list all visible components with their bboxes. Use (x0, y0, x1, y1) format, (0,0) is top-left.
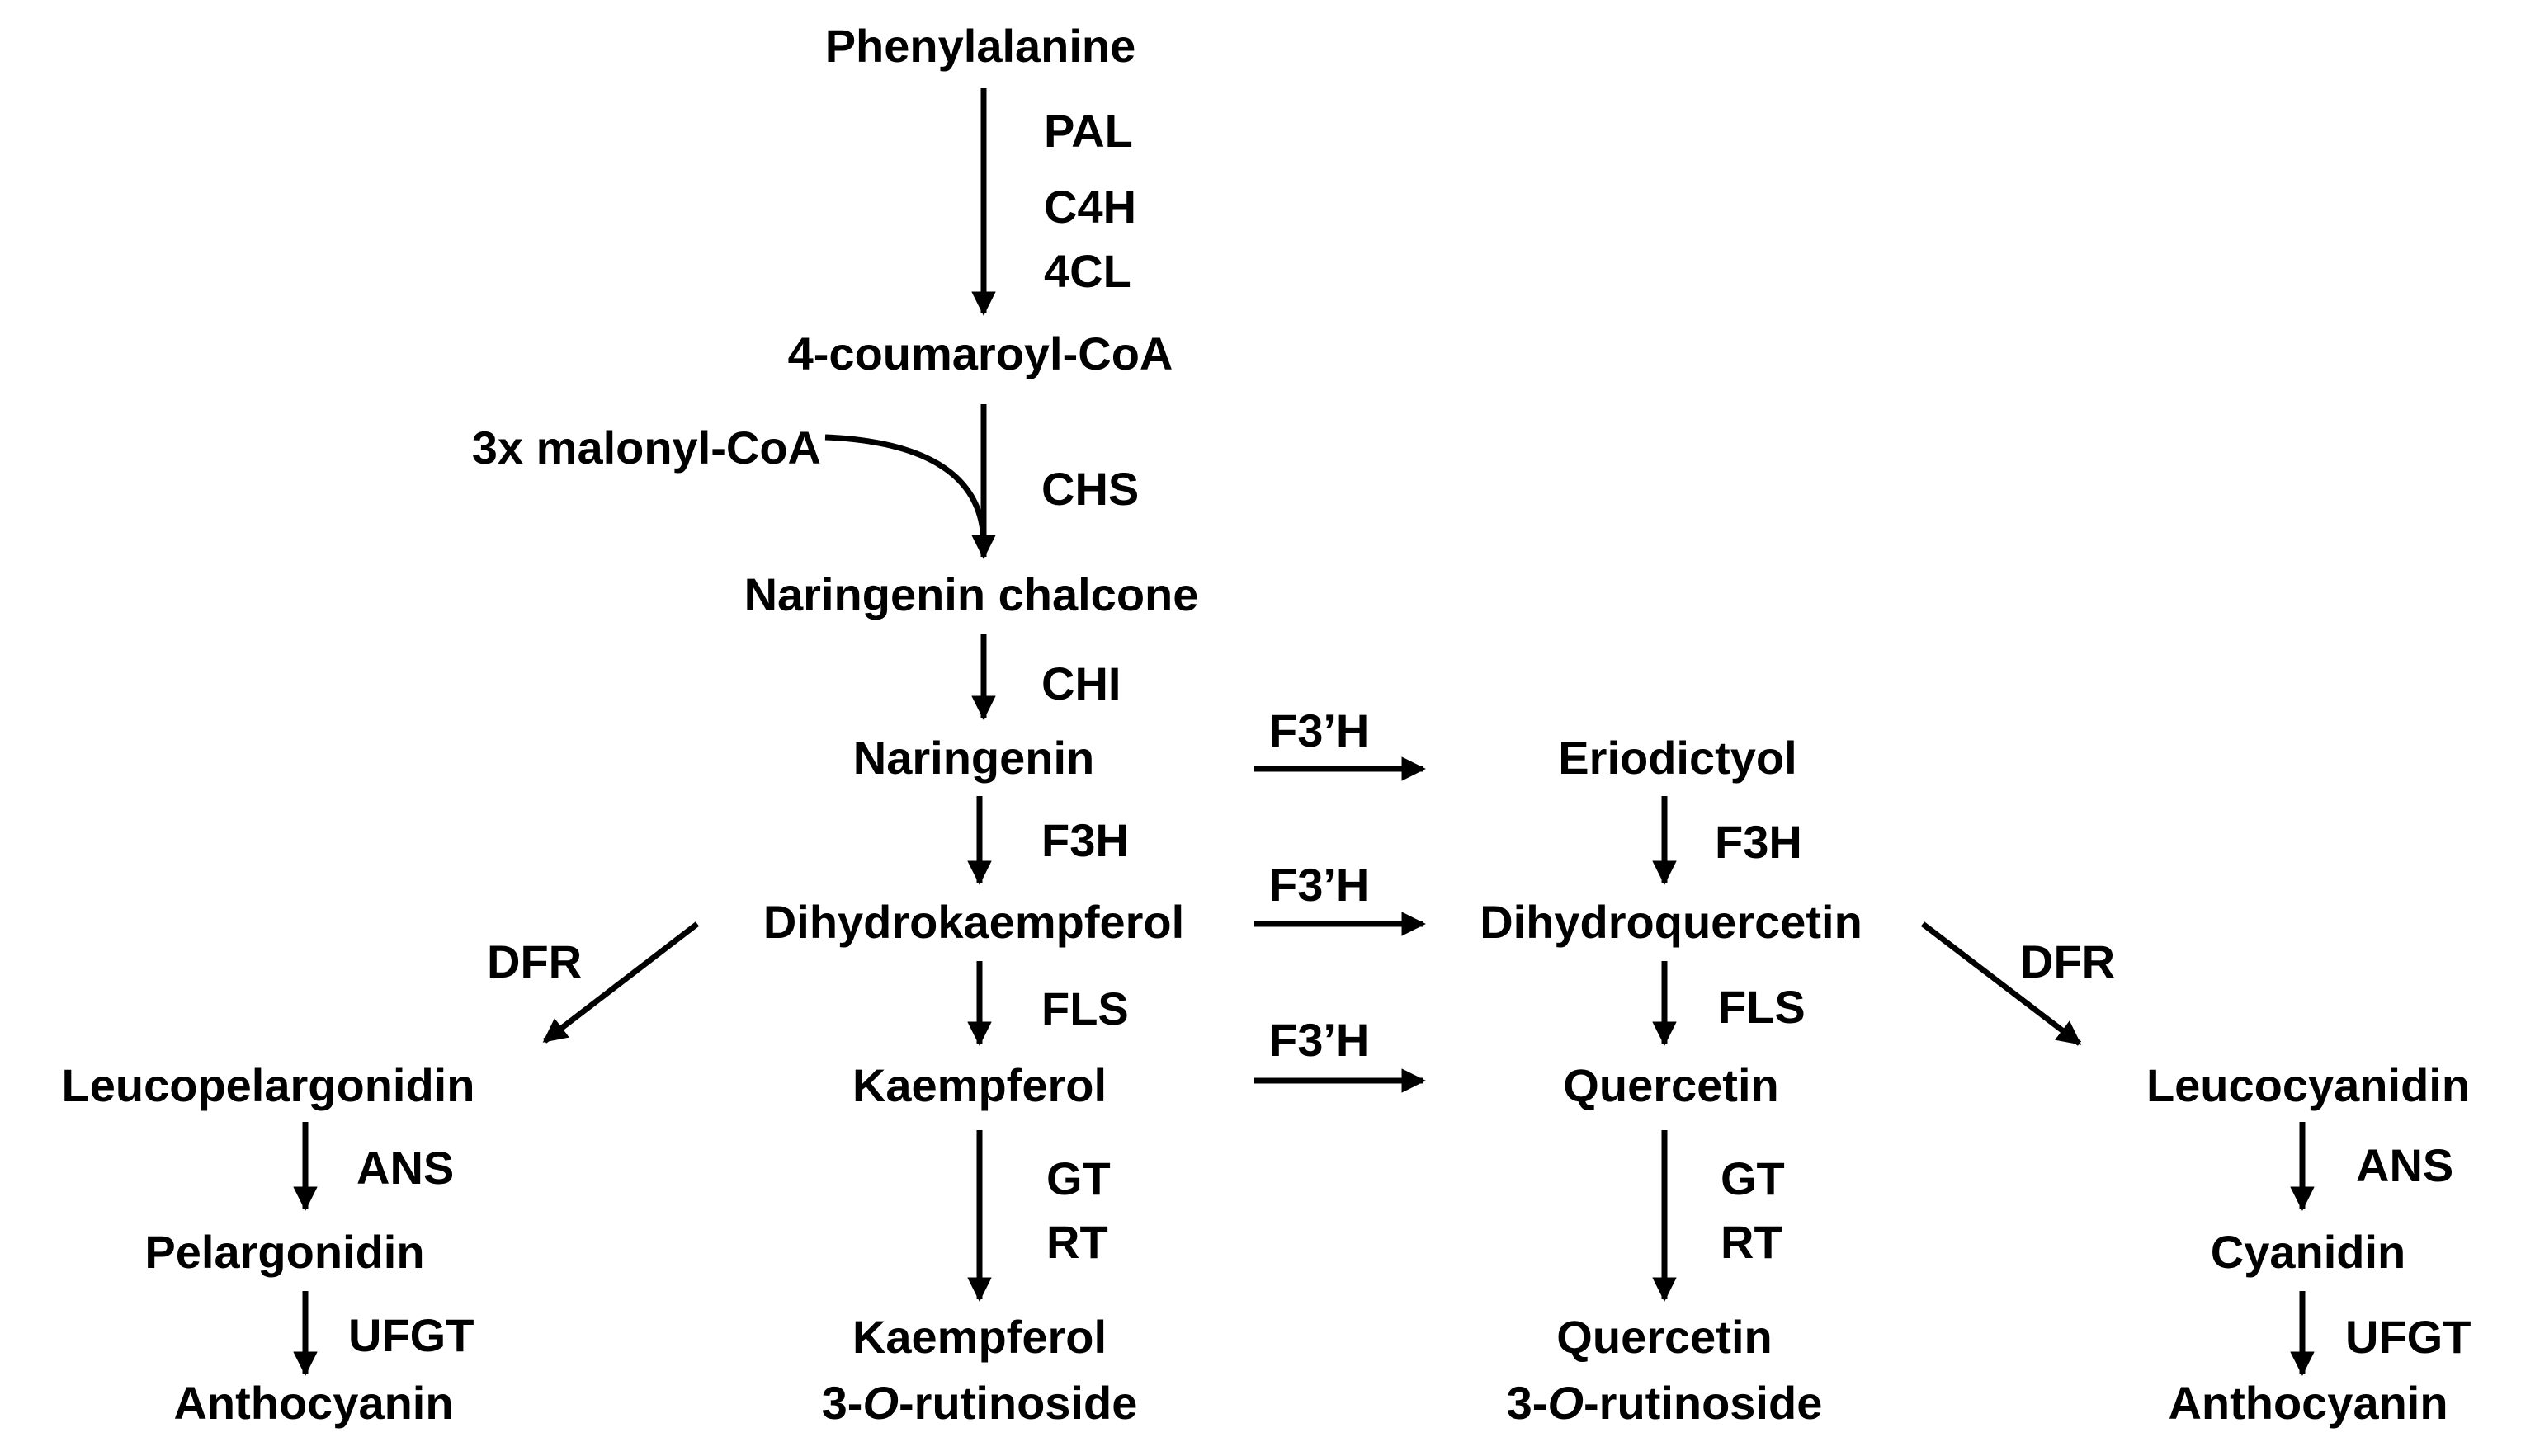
compound-anthocyanin-right: Anthocyanin (2168, 1377, 2448, 1429)
enzyme-chs: CHS (1041, 463, 1139, 515)
compound-pelargonidin: Pelargonidin (144, 1226, 424, 1278)
compound-malonyl-coa: 3x malonyl-CoA (472, 422, 821, 474)
compound-naringenin: Naringenin (853, 732, 1094, 784)
arrow-malonyl-merge (824, 434, 987, 545)
enzyme-ans-right: ANS (2356, 1139, 2453, 1191)
enzyme-ans-left: ANS (356, 1142, 454, 1194)
compound-quercetin: Quercetin (1563, 1059, 1778, 1111)
enzyme-pal: PAL (1044, 105, 1133, 157)
compound-eriodictyol: Eriodictyol (1558, 732, 1796, 784)
enzyme-gt-right: GT (1721, 1152, 1785, 1204)
enzyme-4cl: 4CL (1044, 245, 1131, 297)
enzyme-f3prime-h-top: F3’H (1269, 704, 1369, 756)
compound-phenylalanine: Phenylalanine (825, 20, 1136, 72)
enzyme-c4h: C4H (1044, 181, 1136, 233)
compound-leucopelargonidin: Leucopelargonidin (62, 1059, 475, 1111)
compound-kaempferol: Kaempferol (852, 1059, 1107, 1111)
compound-quercetin-rutinoside-line2: 3-O-rutinoside (1507, 1377, 1823, 1429)
enzymes: PAL C4H 4CL CHS CHI F3H FLS GT RT F3’H F… (348, 105, 2471, 1363)
compound-quercetin-rutinoside-line1: Quercetin (1556, 1311, 1772, 1363)
enzyme-fls-left: FLS (1041, 982, 1129, 1034)
enzyme-f3h-right: F3H (1715, 816, 1802, 868)
arrow-dhq-to-leucocyanidin (1920, 921, 2082, 1046)
arrow-dhk-to-leucopelargonidin (542, 921, 700, 1044)
compound-anthocyanin-left: Anthocyanin (173, 1377, 453, 1429)
compound-4-coumaroyl-coa: 4-coumaroyl-CoA (788, 327, 1173, 379)
enzyme-f3prime-h-mid: F3’H (1269, 859, 1369, 911)
enzyme-chi: CHI (1041, 657, 1121, 709)
compound-leucocyanidin: Leucocyanidin (2146, 1059, 2470, 1111)
compound-kaempferol-rutinoside-line1: Kaempferol (852, 1311, 1107, 1363)
enzyme-fls-right: FLS (1718, 981, 1806, 1033)
compound-cyanidin: Cyanidin (2211, 1226, 2405, 1278)
compound-dihydroquercetin: Dihydroquercetin (1480, 896, 1862, 948)
enzyme-dfr-right: DFR (2020, 935, 2115, 987)
enzyme-gt-left: GT (1046, 1152, 1111, 1204)
compound-naringenin-chalcone: Naringenin chalcone (744, 568, 1199, 620)
compound-kaempferol-rutinoside-line2: 3-O-rutinoside (822, 1377, 1138, 1429)
compound-dihydrokaempferol: Dihydrokaempferol (763, 896, 1184, 948)
enzyme-rt-right: RT (1721, 1216, 1782, 1268)
enzyme-f3prime-h-bottom: F3’H (1269, 1014, 1369, 1066)
arrows (293, 88, 2315, 1376)
enzyme-ufgt-right: UFGT (2345, 1311, 2471, 1363)
enzyme-ufgt-left: UFGT (348, 1309, 474, 1361)
enzyme-f3h-left: F3H (1041, 814, 1129, 866)
enzyme-dfr-left: DFR (487, 935, 582, 987)
compounds: Phenylalanine 4-coumaroyl-CoA 3x malonyl… (62, 20, 2471, 1429)
enzyme-rt-left: RT (1046, 1216, 1108, 1268)
